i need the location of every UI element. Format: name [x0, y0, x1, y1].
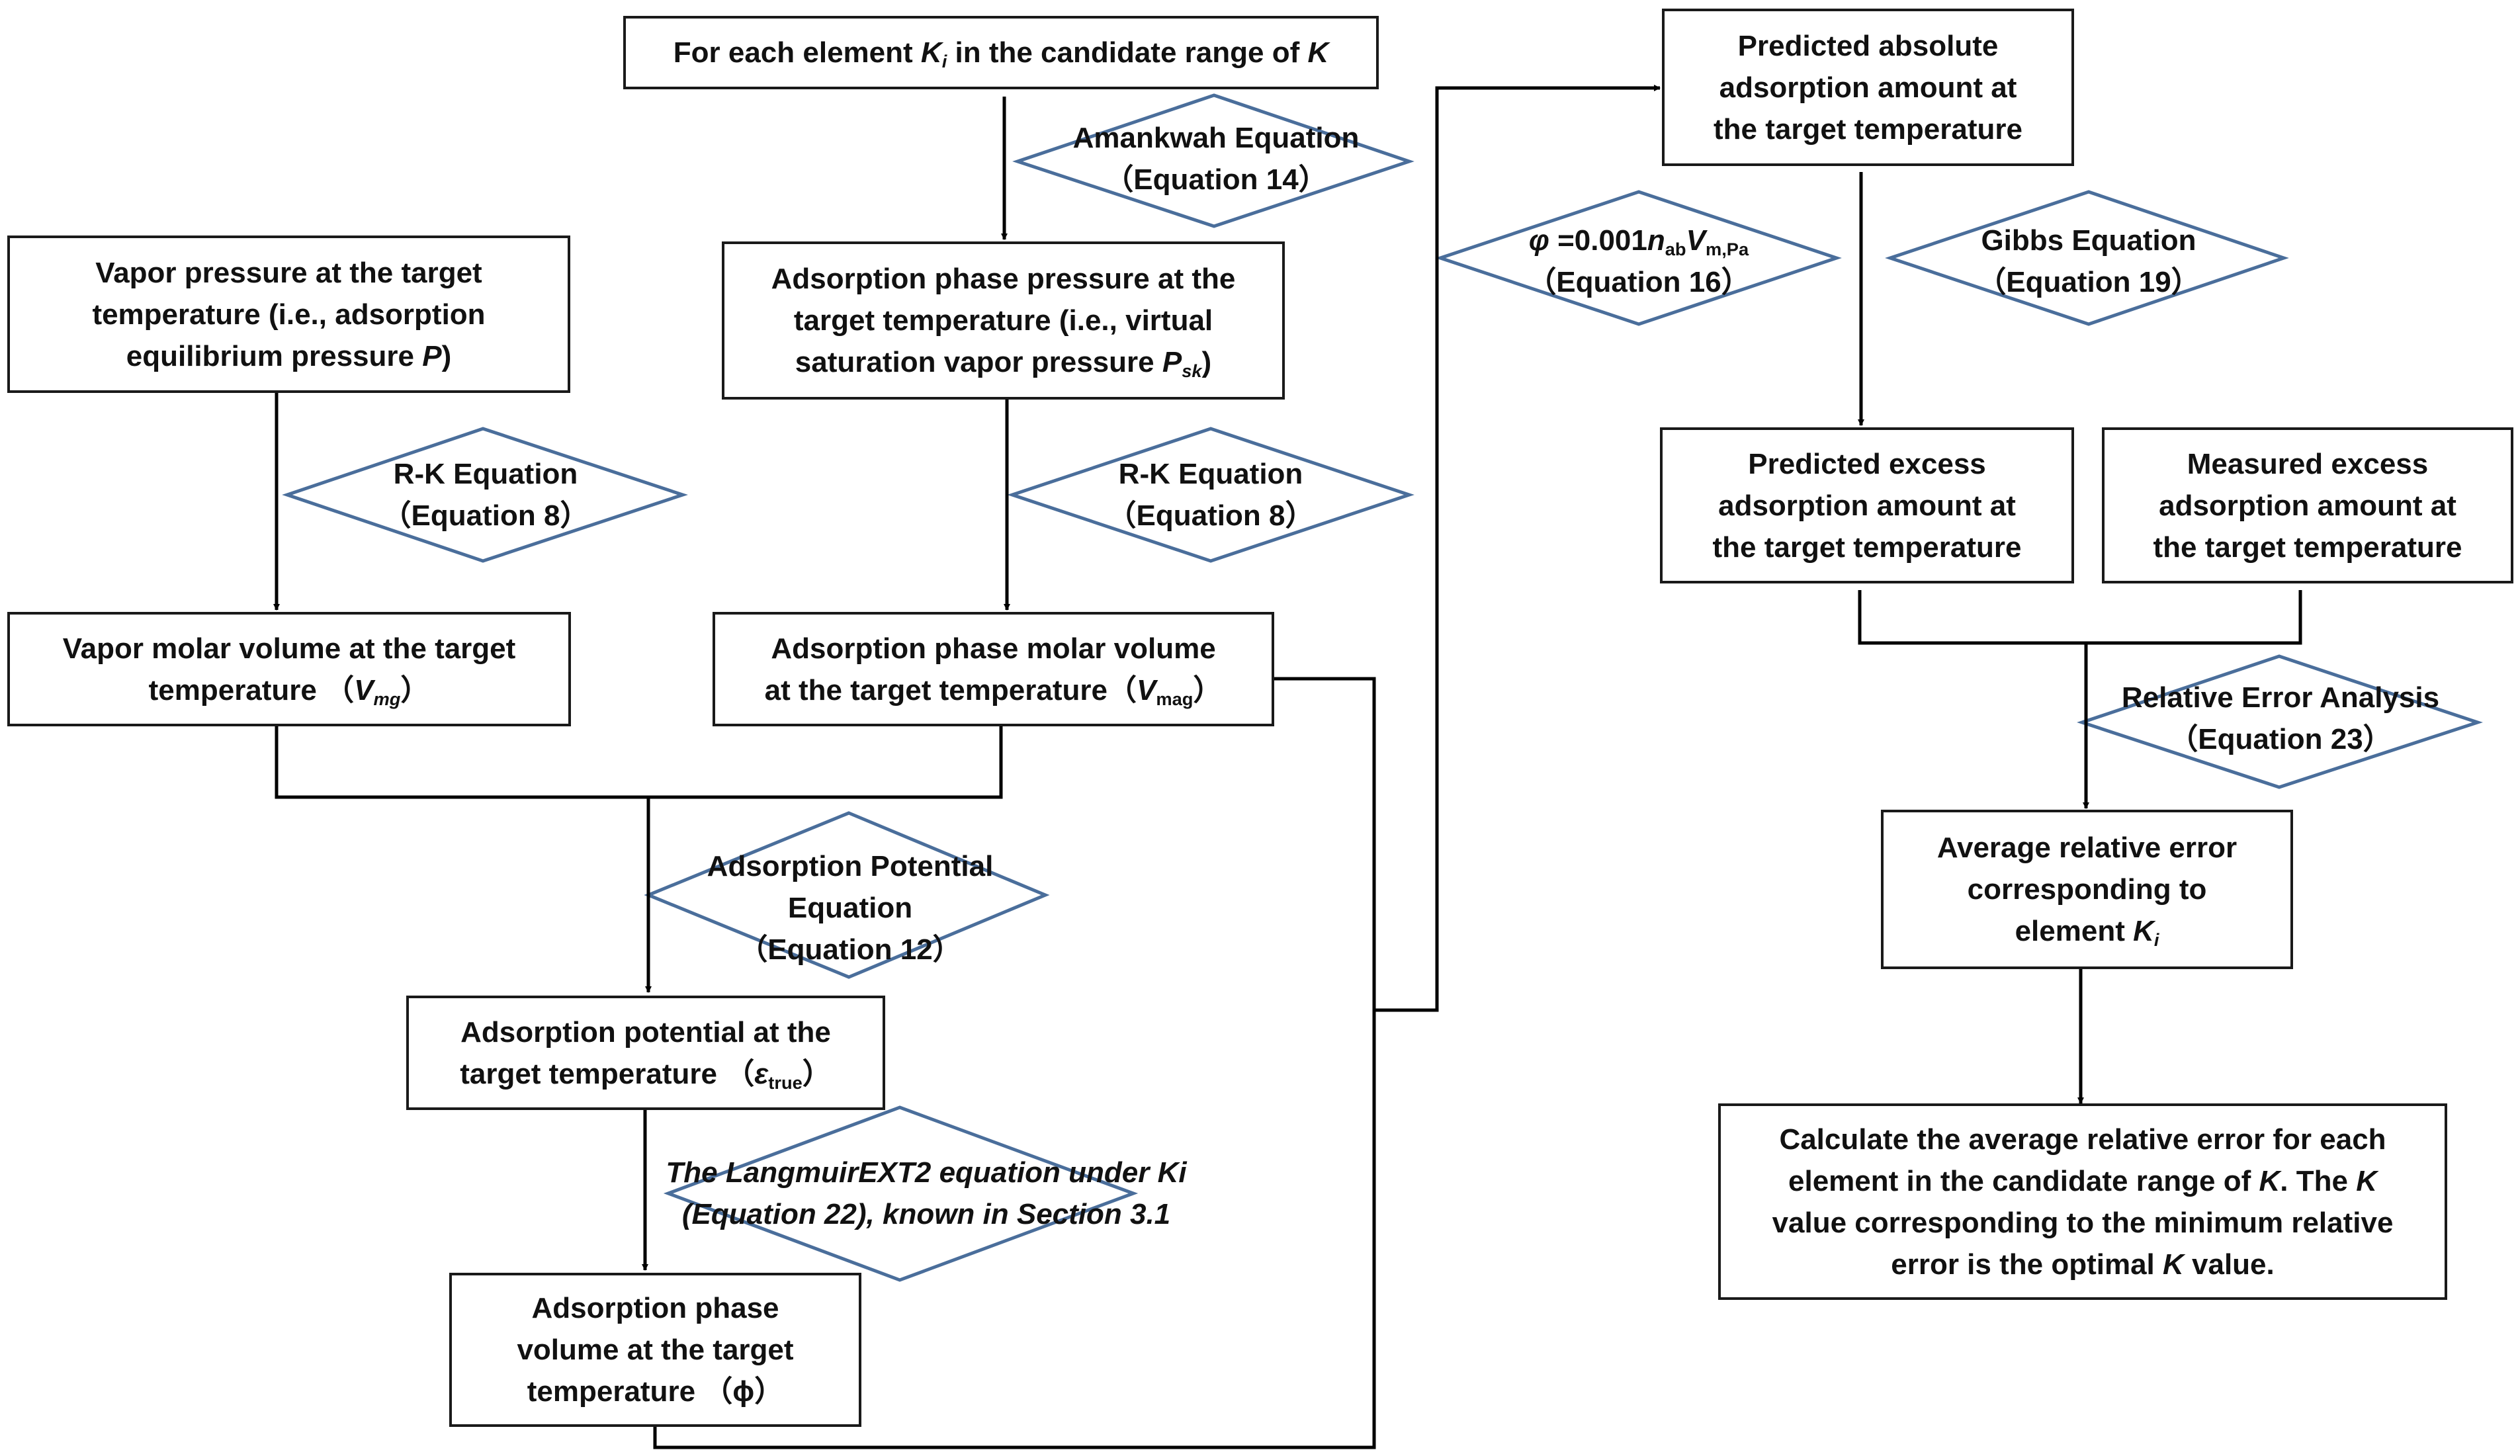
box-for-each-element: For each element Ki in the candidate ran…	[623, 16, 1379, 89]
diamond-rk-mid	[1007, 427, 1414, 563]
box-ads-potential: Adsorption potential at the target tempe…	[406, 996, 885, 1110]
label-rk-equation-left: R-K Equation （Equation 8）	[382, 458, 589, 532]
box-ads-phase-pressure: Adsorption phase pressure at the target …	[722, 241, 1285, 400]
diamond-phi	[1435, 190, 1842, 326]
diamond-amankwah	[1012, 93, 1414, 228]
label-ads-potential-equation: Adsorption Potential Equation （Equation …	[707, 849, 994, 966]
label-phi-equation: φ =0.001nabVm,Pa （Equation 16）	[1527, 224, 1751, 298]
box-vapor-molar-volume: Vapor molar volume at the target tempera…	[7, 612, 571, 726]
diamond-shapes	[282, 93, 2483, 1282]
box-pred-excess: Predicted excess adsorption amount at th…	[1660, 427, 2074, 583]
box-meas-excess: Measured excess adsorption amount at the…	[2102, 427, 2513, 583]
arrows	[273, 85, 2302, 1449]
diamond-langmuir	[663, 1105, 1139, 1282]
box-ads-phase-volume: Adsorption phase volume at the target te…	[449, 1273, 861, 1427]
diamond-gibbs	[1885, 190, 2289, 326]
label-rk-equation-mid: R-K Equation （Equation 8）	[1107, 458, 1315, 532]
connector-molar-volume-right	[1374, 85, 1661, 1012]
label-relative-error-analysis: Relative Error Analysis （Equation 23）	[2121, 681, 2440, 755]
connector-to-pred-absolute	[653, 677, 1376, 1449]
diamond-rk-left	[282, 427, 688, 563]
label-amankwah-equation: Amankwah Equation （Equation 14）	[1072, 122, 1360, 196]
label-gibbs-equation: Gibbs Equation （Equation 19）	[1977, 224, 2200, 298]
merge-molar-volumes	[275, 726, 1003, 799]
merge-excess-amounts	[1858, 590, 2302, 645]
box-avg-rel-error: Average relative error corresponding to …	[1881, 810, 2293, 969]
label-langmuir-equation: The LangmuirEXT2 equation under Ki (Equa…	[666, 1156, 1187, 1230]
diamond-rel-error	[2077, 654, 2483, 789]
diamond-ads-potential	[644, 811, 1050, 979]
box-ads-phase-molar-volume: Adsorption phase molar volume at the tar…	[713, 612, 1274, 726]
box-final-result: Calculate the average relative error for…	[1718, 1103, 2447, 1300]
box-vapor-pressure: Vapor pressure at the target temperature…	[7, 236, 570, 393]
box-pred-absolute: Predicted absolute adsorption amount at …	[1662, 9, 2074, 166]
